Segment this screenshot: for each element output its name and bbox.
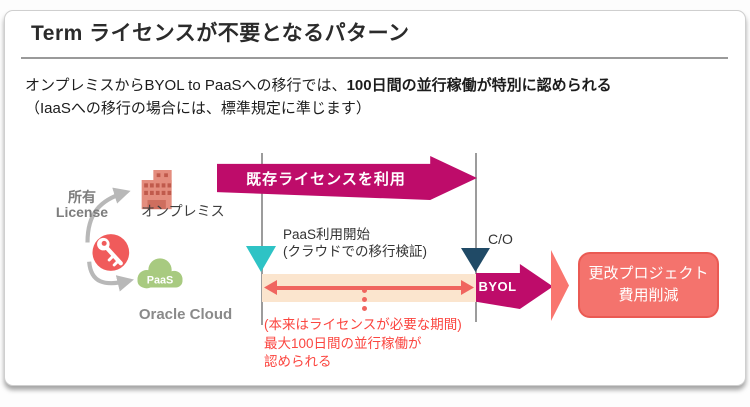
parallel-run-note: (本来はライセンスが必要な期間) 最大100日間の並行稼働が 認められる (264, 316, 462, 372)
leader-dot (362, 306, 367, 311)
paas-cloud-icon: PaaS (137, 258, 183, 289)
result-box: 更改プロジェクト 費用削減 (578, 252, 719, 318)
intro-lead: オンプレミスからBYOL to PaaSへの移行では、 (25, 77, 347, 94)
note-line-2: 最大100日間の並行稼働が (264, 335, 422, 351)
intro-line-2: （IaaSへの移行の場合には、標準規定に準じます） (25, 100, 371, 117)
license-flow-diagram: PaaS (85, 170, 183, 292)
owned-license-ja: 所有 (68, 189, 96, 205)
result-line-2: 費用削減 (618, 287, 679, 304)
title-divider (21, 57, 728, 59)
arrow-license-to-cloud (87, 261, 135, 292)
leader-dot (362, 297, 367, 302)
building-icon (141, 170, 172, 210)
dotted-leader (362, 288, 367, 311)
existing-license-arrow-label: 既存ライセンスを利用 (246, 170, 406, 188)
paas-start-title: PaaS利用開始 (283, 227, 371, 242)
page-title: Term ライセンスが不要となるパターン (31, 22, 410, 45)
intro-line-1: オンプレミスからBYOL to PaaSへの移行では、100日間の並行稼働が特別… (25, 74, 612, 95)
paas-start-sub: (クラウドでの移行検証) (283, 244, 427, 259)
cutover-label: C/O (488, 231, 513, 247)
arrow-license-to-onprem (85, 187, 131, 243)
oracle-cloud-label: Oracle Cloud (138, 306, 233, 323)
leader-dot (362, 288, 367, 293)
byol-arrow-label: BYOL (478, 279, 517, 294)
paas-start-caption: PaaS利用開始 (クラウドでの移行検証) (283, 226, 427, 260)
note-line-1: (本来はライセンスが必要な期間) (264, 317, 462, 332)
owned-license-label: 所有 License (45, 190, 119, 220)
timeline-start-line (261, 153, 263, 325)
onprem-label: オンプレミス (141, 203, 225, 219)
paas-badge-label: PaaS (147, 274, 174, 286)
span-arrowhead-right (461, 280, 474, 295)
result-line-1: 更改プロジェクト (588, 265, 709, 283)
owned-license-en: License (55, 204, 109, 220)
parallel-run-span-arrow (264, 280, 474, 295)
key-icon (92, 234, 130, 271)
timeline-cutover-line (475, 153, 477, 322)
note-line-3: 認められる (264, 354, 332, 369)
intro-emphasis: 100日間の並行稼働が特別に認められる (346, 77, 612, 94)
span-arrow-line (272, 286, 466, 290)
